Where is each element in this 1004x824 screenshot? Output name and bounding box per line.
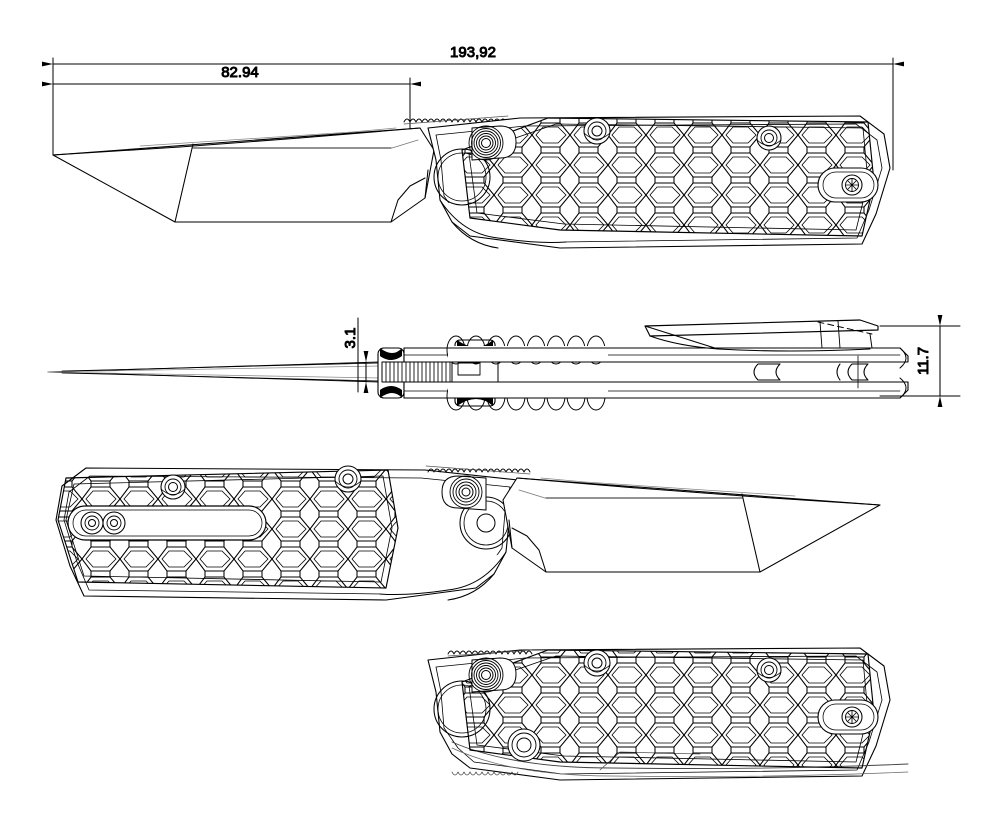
honeycomb-hex-pattern: [461, 117, 875, 237]
torx-butt-screw: [841, 706, 863, 728]
thumb-stud: [441, 475, 487, 511]
dimension-label-blade-length: 82.94: [221, 64, 259, 81]
view-3-open-right: [55, 465, 881, 601]
pivot-screw: [433, 148, 491, 206]
torx-butt-screw: [841, 174, 863, 196]
finger-choil: [379, 551, 507, 601]
dimension-handle-thickness: [879, 315, 961, 407]
body-screw: [507, 728, 541, 762]
dimension-overall-length: [42, 57, 904, 171]
tanto-blade: [52, 127, 435, 223]
dimension-label-overall-length: 193,92: [450, 44, 496, 61]
body-screw: [583, 117, 611, 145]
thumb-stud: [468, 125, 517, 161]
body-screw: [583, 649, 611, 677]
pivot-screw: [433, 680, 491, 738]
tanto-blade: [502, 477, 881, 573]
thumb-stud: [468, 657, 517, 693]
blade-edge-profile: [47, 361, 381, 383]
lanyard-screw: [80, 511, 126, 535]
honeycomb-hex-pattern: [403, 335, 901, 411]
view-2-edge: 3.1 11.7: [47, 315, 961, 411]
body-screw: [334, 465, 362, 493]
pocket-clip: [644, 319, 879, 352]
view-1-open-left: [52, 115, 891, 249]
body-screw: [756, 657, 782, 683]
view-4-closed: [427, 647, 909, 781]
spine-jimping: [425, 465, 531, 475]
body-screw: [160, 474, 186, 500]
dimension-label-blade-thickness: 3.1: [342, 328, 359, 349]
body-screw: [756, 125, 782, 151]
spine-jimping: [447, 649, 533, 776]
handle-standoff: [753, 355, 869, 389]
handle-knurling: [381, 361, 455, 383]
dimension-blade-thickness: [357, 317, 369, 393]
dimension-label-handle-thickness: 11.7: [915, 347, 932, 375]
